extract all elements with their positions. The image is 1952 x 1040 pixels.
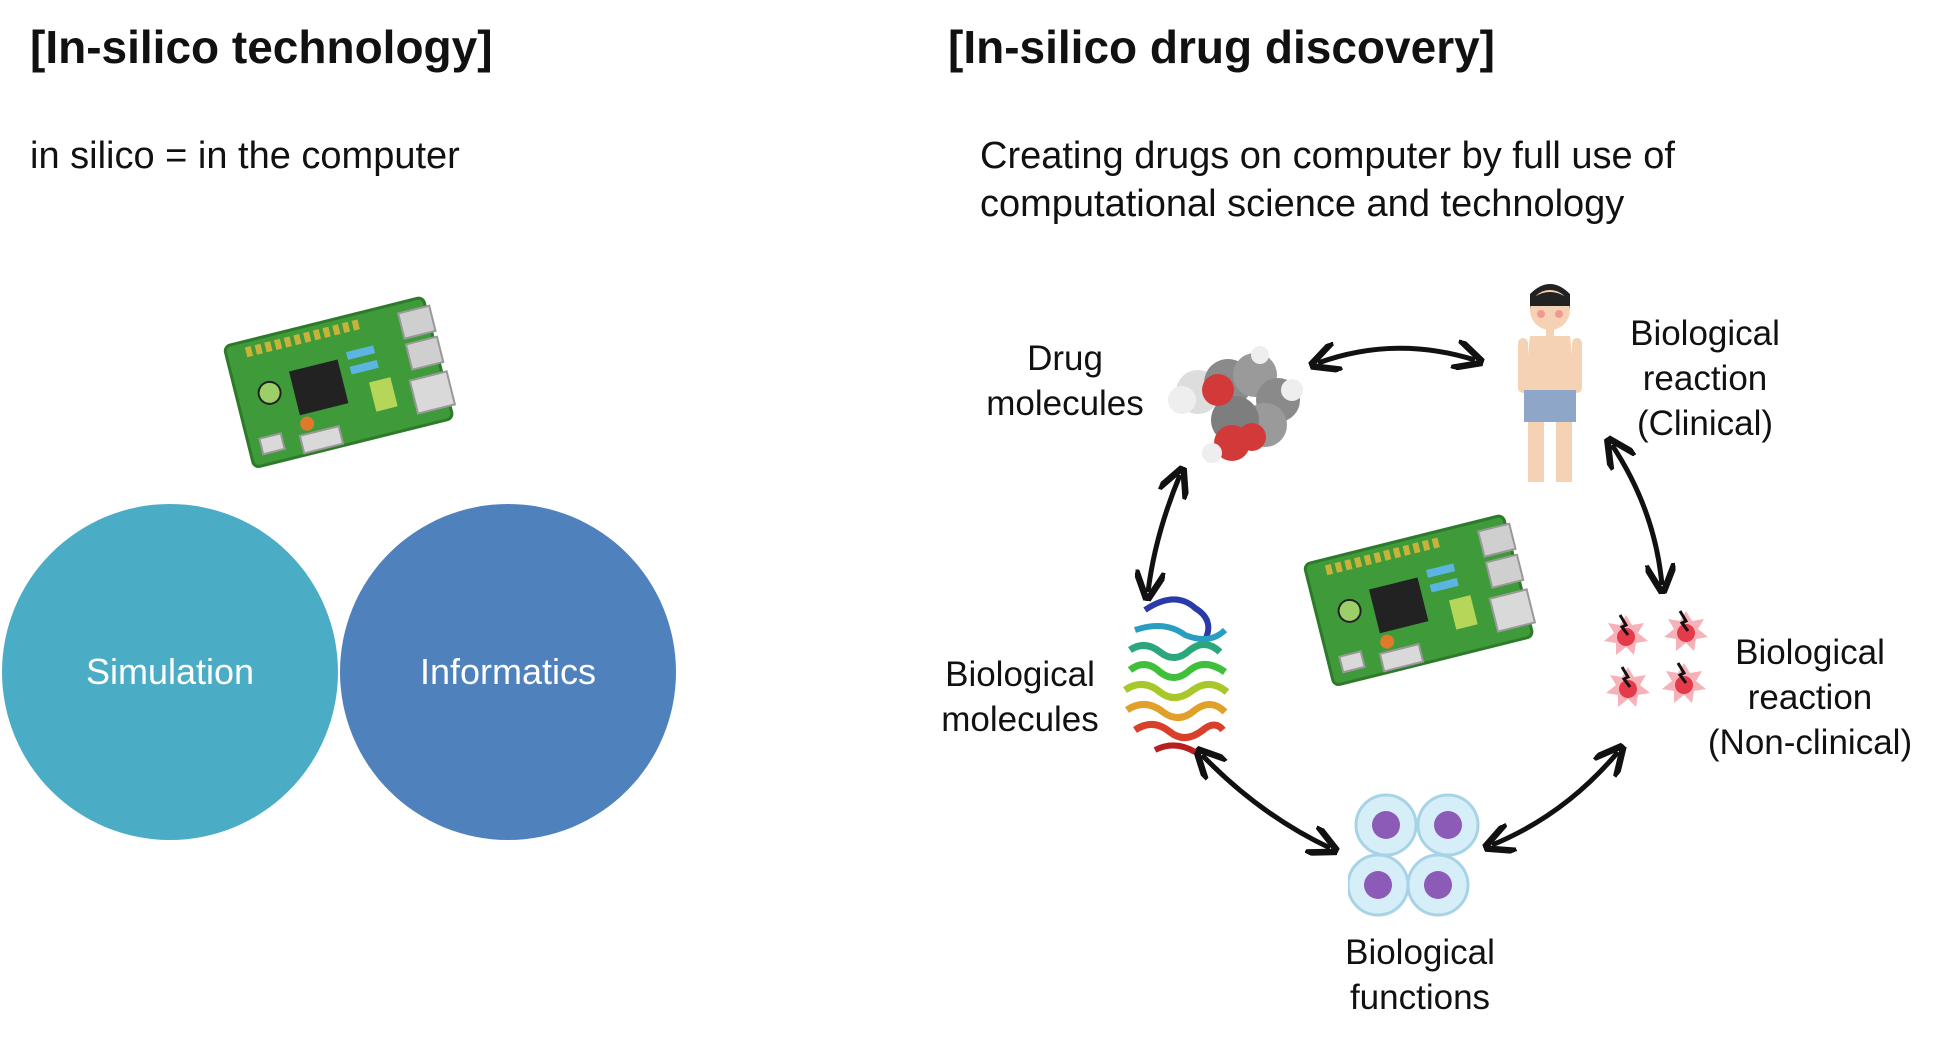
description-line-1: Creating drugs on computer by full use o… — [980, 135, 1675, 177]
functions-label: Biological functions — [1345, 933, 1495, 1017]
left-title: [In-silico technology] — [30, 21, 493, 73]
simulation-label: Simulation — [85, 651, 255, 692]
description-line-2: computational science and technology — [980, 183, 1625, 225]
bio-molecules-label: Biological molecules — [941, 655, 1099, 739]
clinical-label: Biological reaction (Clinical) — [1630, 314, 1780, 443]
human-figure-icon — [1518, 284, 1582, 482]
arrow-nonclinical-functions — [1492, 752, 1618, 845]
circuit-board-icon — [223, 296, 457, 469]
circuit-board-center-icon — [1303, 514, 1537, 687]
right-title: [In-silico drug discovery] — [948, 21, 1495, 73]
cells-icon — [1348, 793, 1480, 917]
arrow-functions-biomolecules — [1202, 755, 1330, 848]
informatics-circle: Informatics — [340, 504, 676, 840]
tumor-cells-icon — [1604, 610, 1708, 707]
insilico-definition: in silico = in the computer — [30, 135, 460, 177]
drug-molecules-label: Drug molecules — [986, 339, 1144, 423]
protein-structure-icon — [1123, 596, 1230, 755]
arrow-clinical-nonclinical — [1612, 445, 1662, 585]
drug-molecule-icon — [1168, 346, 1303, 463]
simulation-circle: Simulation — [2, 504, 338, 840]
nonclinical-label: Biological reaction (Non-clinical) — [1707, 633, 1913, 762]
informatics-label: Informatics — [419, 651, 597, 692]
arrow-drug-clinical — [1318, 348, 1475, 363]
arrow-biomolecules-drug — [1148, 475, 1180, 592]
